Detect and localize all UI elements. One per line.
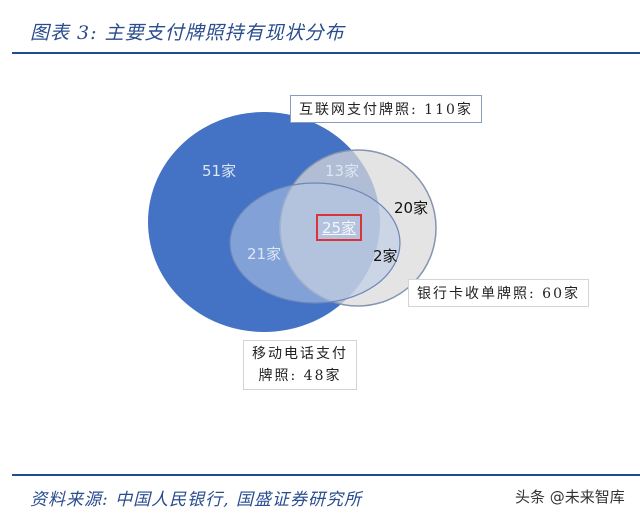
mobile-label-line2: 牌照: 48家 [258,368,342,384]
figure-title: 图表 3: 主要支付牌照持有现状分布 [30,22,345,44]
mobile-payment-ellipse [229,182,401,304]
mobile-label-line1: 移动电话支付 [252,346,348,362]
watermark: 头条 @未来智库 [515,488,625,506]
region-bankcard-only: 20家 [394,199,429,217]
mobile-payment-label: 移动电话支付 牌照: 48家 [243,340,357,390]
bottom-rule [12,474,640,476]
region-mobile-bankcard: 2家 [373,247,398,265]
region-all-three: 25家 [316,214,363,241]
region-internet-bankcard: 13家 [325,162,360,180]
source-note: 资料来源: 中国人民银行, 国盛证券研究所 [30,490,362,510]
region-internet-only: 51家 [202,162,237,180]
top-rule [12,52,640,54]
bankcard-acquiring-label: 银行卡收单牌照: 60家 [408,279,589,307]
internet-payment-label: 互联网支付牌照: 110家 [290,95,482,123]
region-internet-mobile: 21家 [247,245,282,263]
